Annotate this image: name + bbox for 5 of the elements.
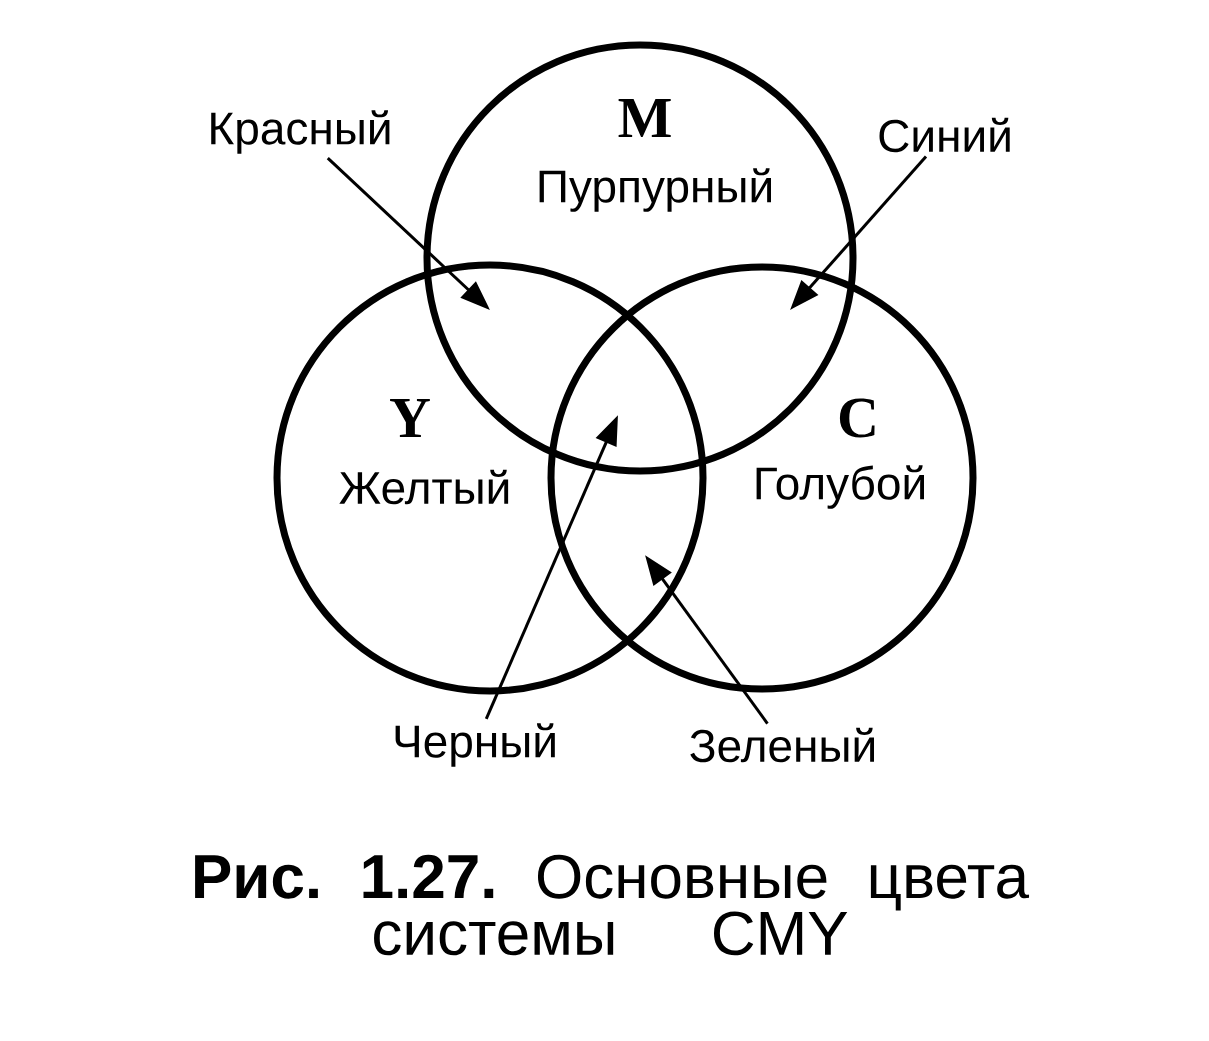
leader-label: Синий bbox=[879, 117, 1010, 153]
leader-label: Черный bbox=[395, 723, 555, 767]
figure-caption: Рис. 1.27. Основные цвета системы CMY bbox=[195, 854, 1030, 956]
leader-label: Зеленый bbox=[690, 727, 874, 763]
leader-label: Красный bbox=[211, 110, 390, 154]
